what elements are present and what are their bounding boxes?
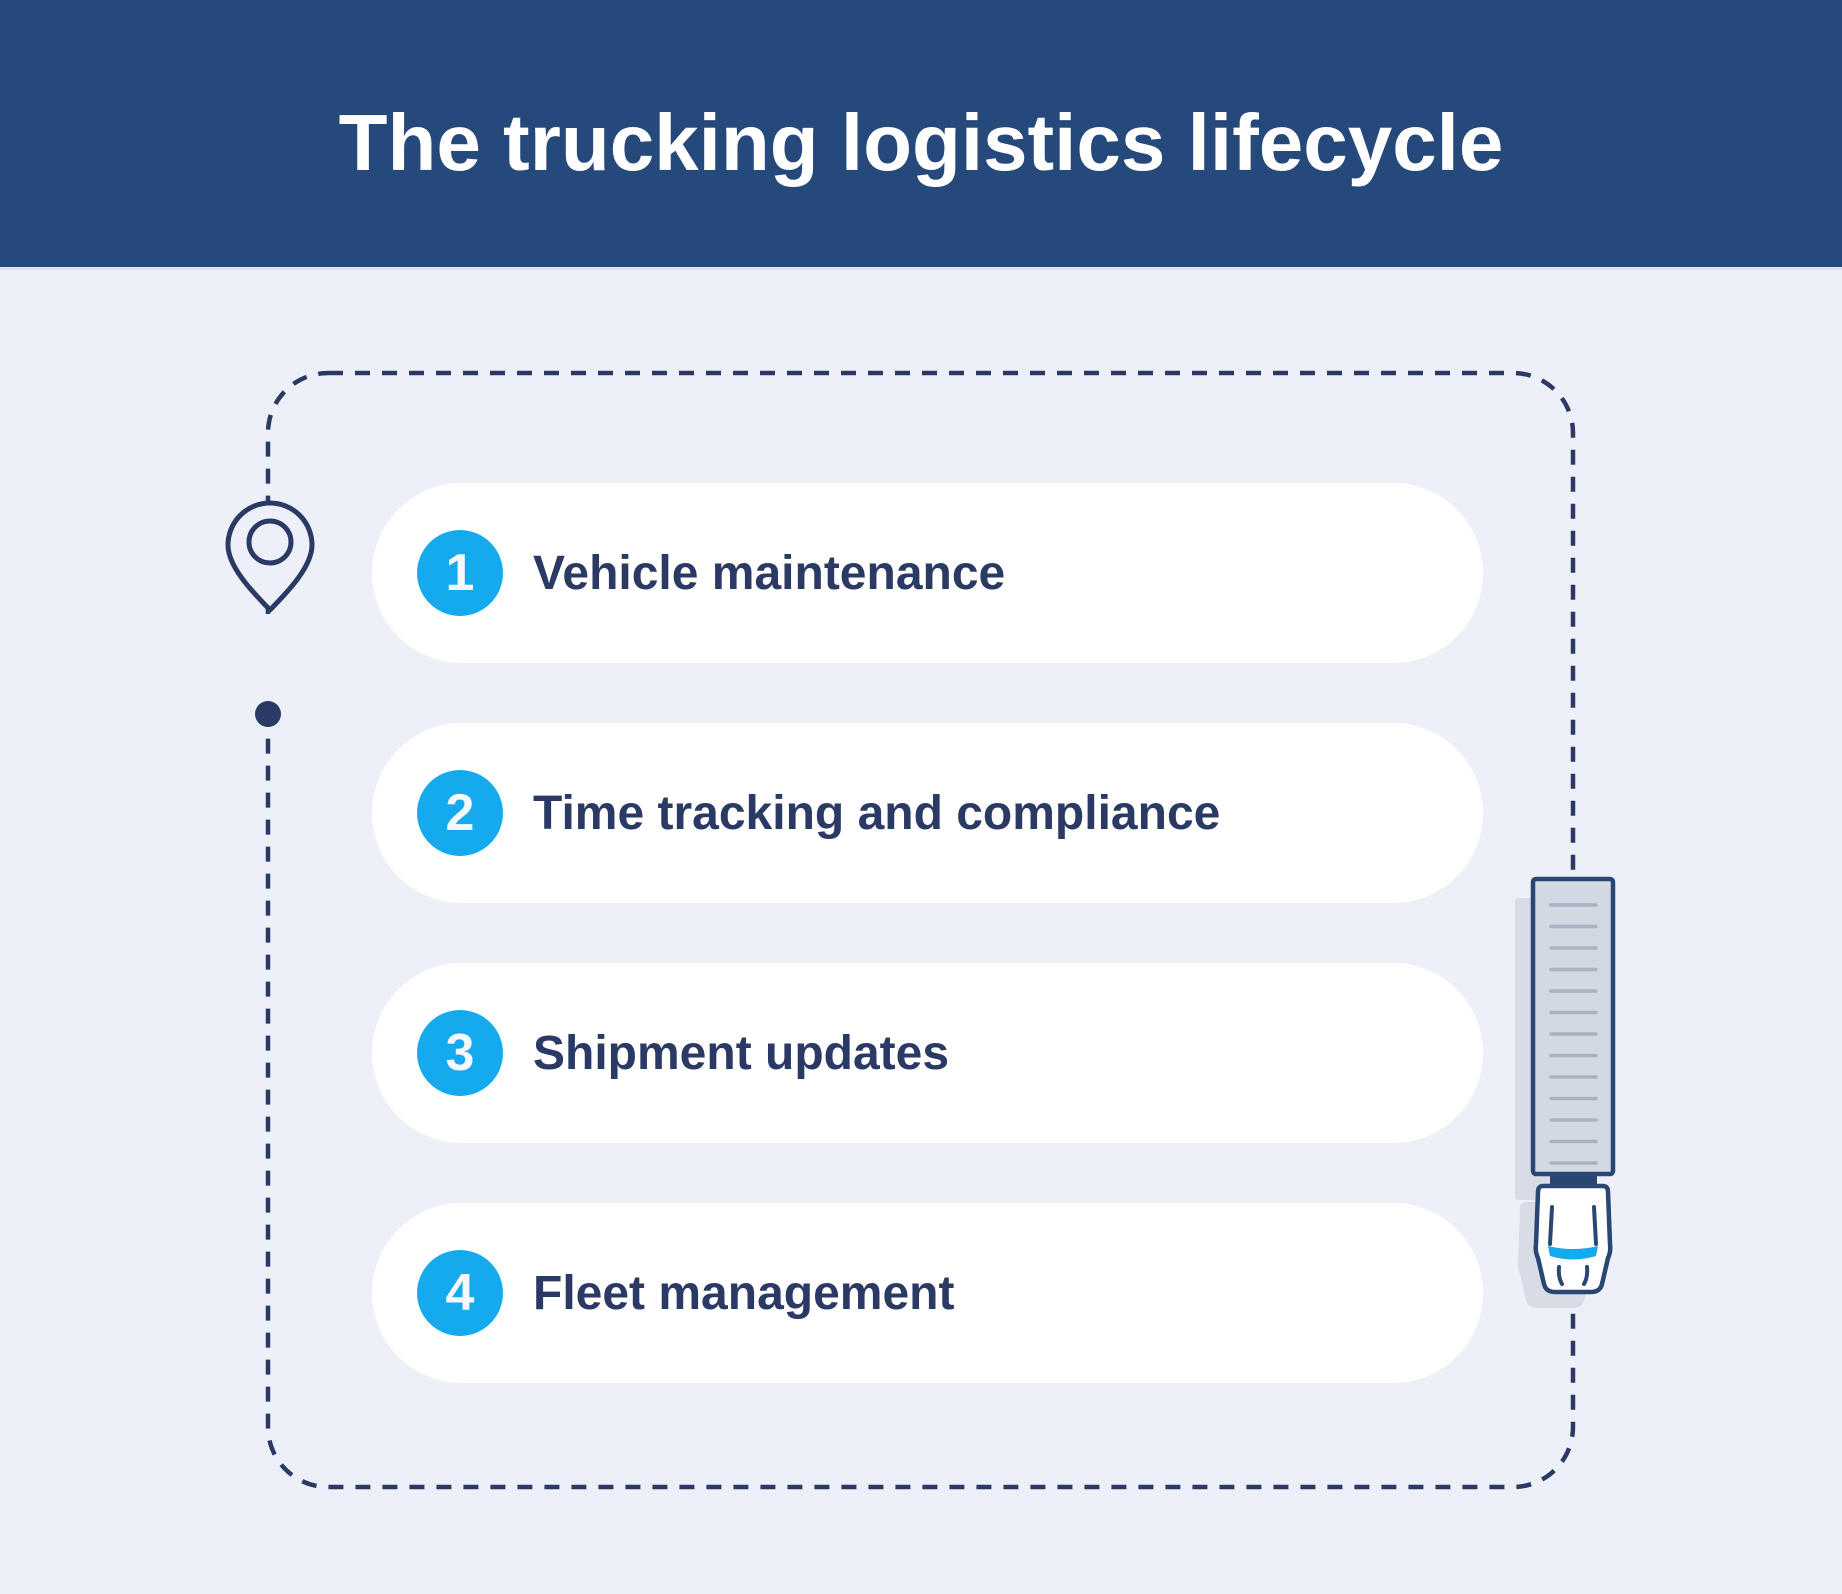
step-label: Shipment updates (533, 1026, 950, 1080)
hood-line-left (1556, 1265, 1564, 1286)
step-number-badge: 3 (417, 1010, 503, 1096)
cab-pillar-left (1548, 1205, 1554, 1246)
trailer-ribs (1549, 903, 1598, 1165)
step-number-badge: 1 (417, 530, 503, 616)
page-title: The trucking logistics lifecycle (338, 97, 1504, 187)
step-number-badge: 2 (417, 770, 503, 856)
hood-line-right (1582, 1265, 1590, 1286)
route-dashed-border (265, 370, 1576, 1490)
step-pill-1: 1 Vehicle maintenance (372, 483, 1483, 663)
step-pill-4: 4 Fleet management (372, 1203, 1483, 1383)
location-pin-icon (225, 500, 315, 613)
truck-cab (1533, 1183, 1613, 1295)
step-label: Fleet management (533, 1266, 955, 1320)
route-dot (255, 701, 281, 727)
step-pill-3: 3 Shipment updates (372, 963, 1483, 1143)
step-number-badge: 4 (417, 1250, 503, 1336)
step-label: Time tracking and compliance (533, 786, 1221, 840)
truck-windshield (1548, 1246, 1598, 1260)
step-pill-2: 2 Time tracking and compliance (372, 723, 1483, 903)
step-label: Vehicle maintenance (533, 546, 1006, 600)
cab-pillar-right (1592, 1205, 1598, 1246)
truck-illustration (1515, 876, 1616, 1308)
header-banner: The trucking logistics lifecycle (0, 0, 1842, 270)
